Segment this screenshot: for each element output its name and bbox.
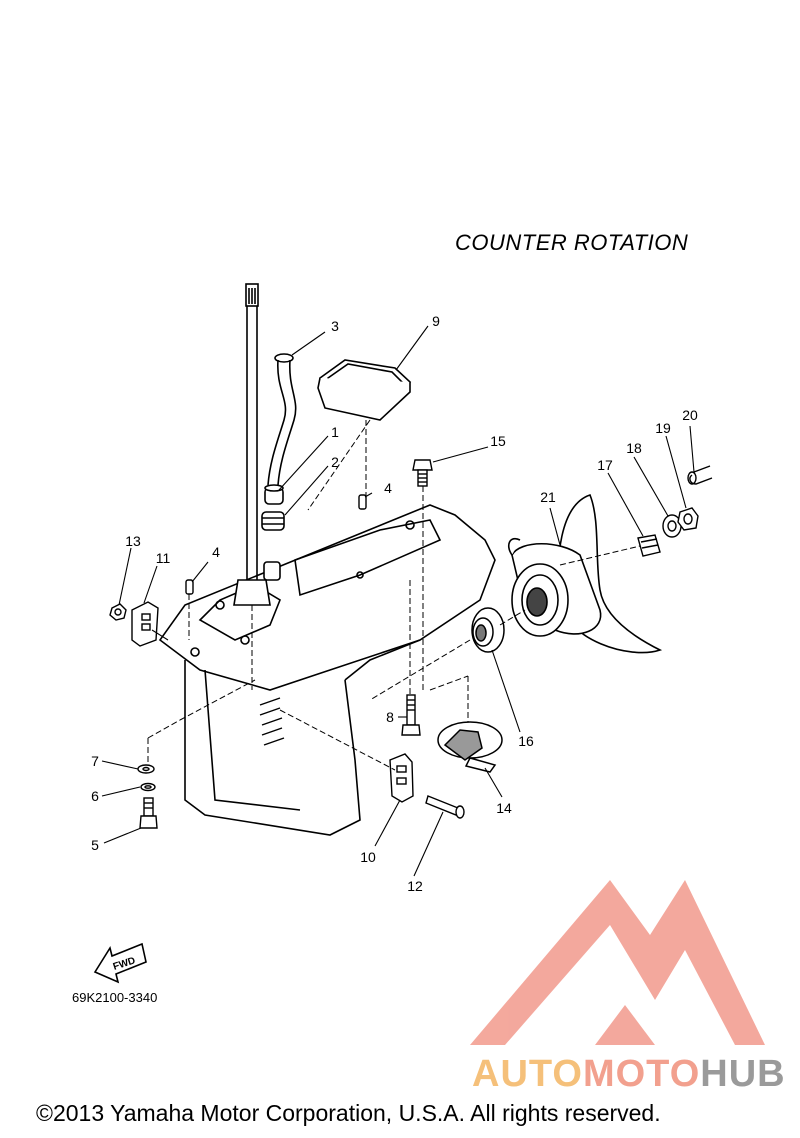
callout-4a: 4 bbox=[384, 480, 392, 496]
dowel-pin-left bbox=[185, 579, 194, 595]
callout-6: 6 bbox=[91, 788, 99, 804]
assembly-dashed-lines bbox=[147, 419, 641, 771]
callout-4b: 4 bbox=[212, 544, 220, 560]
bolt-part-15 bbox=[412, 459, 433, 487]
washer-part-6 bbox=[140, 782, 156, 792]
anode-part-11 bbox=[131, 601, 159, 647]
callout-10: 10 bbox=[360, 849, 376, 865]
callout-9: 9 bbox=[432, 313, 440, 329]
callout-numbers: 1 2 3 4 4 5 6 7 8 9 10 11 12 13 14 15 16… bbox=[91, 313, 698, 894]
fwd-arrow-icon bbox=[93, 942, 147, 984]
watermark-word-auto: AUTO bbox=[472, 1053, 583, 1095]
callout-8: 8 bbox=[386, 709, 394, 725]
spacer-part-16 bbox=[471, 607, 505, 653]
watermark-logo-icon bbox=[470, 880, 765, 1045]
callout-21: 21 bbox=[540, 489, 556, 505]
callout-12: 12 bbox=[407, 878, 423, 894]
nut-part-19 bbox=[677, 507, 699, 531]
callout-16: 16 bbox=[518, 733, 534, 749]
gasket-part-9 bbox=[317, 359, 412, 421]
callout-1: 1 bbox=[331, 424, 339, 440]
grommet-part-1 bbox=[264, 484, 284, 505]
callout-20: 20 bbox=[682, 407, 698, 423]
bolt-part-5 bbox=[139, 797, 158, 829]
callout-14: 14 bbox=[496, 800, 512, 816]
anode-part-10 bbox=[389, 753, 414, 803]
spacer-part-17 bbox=[637, 534, 661, 557]
bolt-part-8 bbox=[401, 694, 421, 736]
copyright-notice: ©2013 Yamaha Motor Corporation, U.S.A. A… bbox=[36, 1100, 661, 1126]
water-tube bbox=[267, 353, 297, 486]
water-tube-seat bbox=[263, 561, 281, 581]
part-code: 69K2100-3340 bbox=[72, 990, 158, 1005]
screw-part-12 bbox=[425, 795, 465, 819]
watermark-word-moto: MOTO bbox=[582, 1053, 701, 1095]
callout-5: 5 bbox=[91, 837, 99, 853]
diagram-heading: COUNTER ROTATION bbox=[455, 230, 689, 255]
callout-11: 11 bbox=[156, 550, 171, 566]
seal-part-2 bbox=[261, 511, 285, 531]
callout-7: 7 bbox=[91, 753, 99, 769]
leader-lines bbox=[101, 325, 695, 877]
callout-13: 13 bbox=[125, 533, 141, 549]
cover-part-14 bbox=[437, 721, 503, 773]
watermark-word-hub: HUB bbox=[700, 1053, 786, 1095]
callout-17: 17 bbox=[597, 457, 613, 473]
dowel-pin-right bbox=[358, 494, 367, 510]
lower-case-housing bbox=[158, 504, 496, 836]
callout-15: 15 bbox=[490, 433, 506, 449]
drive-shaft bbox=[233, 283, 271, 606]
callout-18: 18 bbox=[626, 440, 642, 456]
washer-part-7 bbox=[137, 764, 155, 774]
nut-part-13 bbox=[109, 603, 127, 621]
propeller-part-21 bbox=[508, 494, 663, 654]
watermark-wordmark: AUTOMOTOHUB bbox=[472, 1053, 786, 1096]
cotter-pin-part-20 bbox=[687, 465, 713, 485]
callout-3: 3 bbox=[331, 318, 339, 334]
water-intake-grille bbox=[259, 697, 285, 746]
callout-19: 19 bbox=[655, 420, 671, 436]
callout-2: 2 bbox=[331, 454, 339, 470]
